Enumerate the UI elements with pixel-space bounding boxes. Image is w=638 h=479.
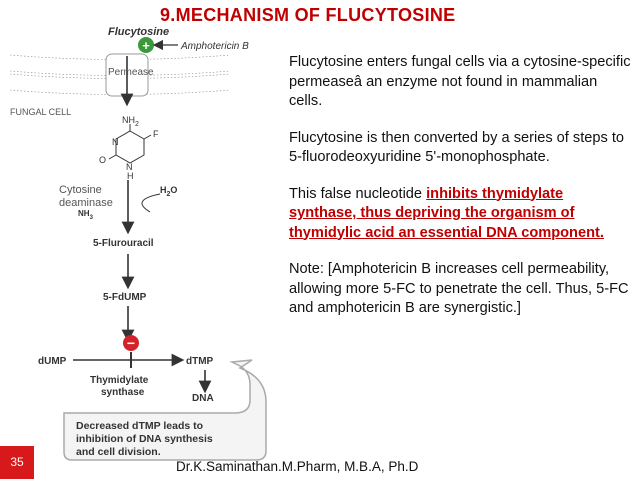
n-atom: N: [112, 137, 119, 147]
h2o-label: H2O: [160, 185, 177, 198]
callout-line-1: Decreased dTMP leads to: [76, 420, 203, 432]
deaminase-label-1: Cytosine: [59, 184, 102, 196]
inhibition-plain-text: This false nucleotide: [289, 185, 427, 202]
inhibition-highlight-text: inhibits thymidylate synthase, thus depr…: [289, 185, 604, 241]
paragraph-permease: Flucytosine enters fungal cells via a cy…: [289, 54, 631, 109]
f-atom: F: [153, 129, 159, 139]
dump-label: dUMP: [38, 356, 67, 367]
deaminase-curve: [141, 193, 161, 213]
fdump-label: 5-FdUMP: [103, 292, 147, 303]
dtmp-label: dTMP: [186, 356, 214, 367]
flucytosine-label: Flucytosine: [108, 26, 169, 38]
plus-sign: +: [142, 38, 150, 53]
minus-sign: −: [127, 335, 135, 351]
o-atom: O: [99, 155, 106, 165]
synthase-label-2: synthase: [101, 387, 145, 398]
slide-footer: Dr.K.Saminathan.M.Pharm, M.B.A, Ph.D: [176, 459, 419, 474]
synthase-label-1: Thymidylate: [90, 375, 149, 386]
n2-atom: N: [126, 162, 133, 172]
callout-box: [63, 359, 267, 461]
fluorouracil-label: 5-Flurouracil: [93, 238, 154, 249]
minus-circle: [123, 335, 139, 351]
paragraph-note: Note: [Amphotericin B increases cell per…: [289, 261, 629, 316]
slide-number: 35: [0, 446, 34, 479]
cell-membrane: [9, 54, 231, 95]
amphotericin-label: Amphotericin B: [180, 41, 249, 52]
deaminase-label-2: deaminase: [59, 197, 113, 209]
h-atom: H: [127, 171, 134, 181]
slide-title: 9.MECHANISM OF FLUCYTOSINE: [160, 5, 456, 25]
paragraph-inhibition: This false nucleotide inhibits thymidyla…: [289, 185, 631, 244]
nh3-label: NH3: [78, 209, 94, 221]
plus-circle: [138, 37, 154, 53]
dna-label: DNA: [192, 393, 214, 404]
callout-line-3: and cell division.: [76, 446, 161, 458]
paragraph-conversion: Flucytosine is then converted by a serie…: [289, 129, 625, 166]
flucytosine-structure: [108, 124, 152, 164]
fungal-cell-label: FUNGAL CELL: [10, 107, 71, 117]
permease-label: Permease: [108, 67, 154, 78]
slide-body: Flucytosine enters fungal cells via a cy…: [289, 53, 631, 319]
callout-line-2: inhibition of DNA synthesis: [76, 433, 213, 445]
mechanism-diagram: Flucytosine + Amphotericin B Permease FU…: [9, 26, 267, 461]
nh2-atom: NH2: [122, 115, 139, 128]
